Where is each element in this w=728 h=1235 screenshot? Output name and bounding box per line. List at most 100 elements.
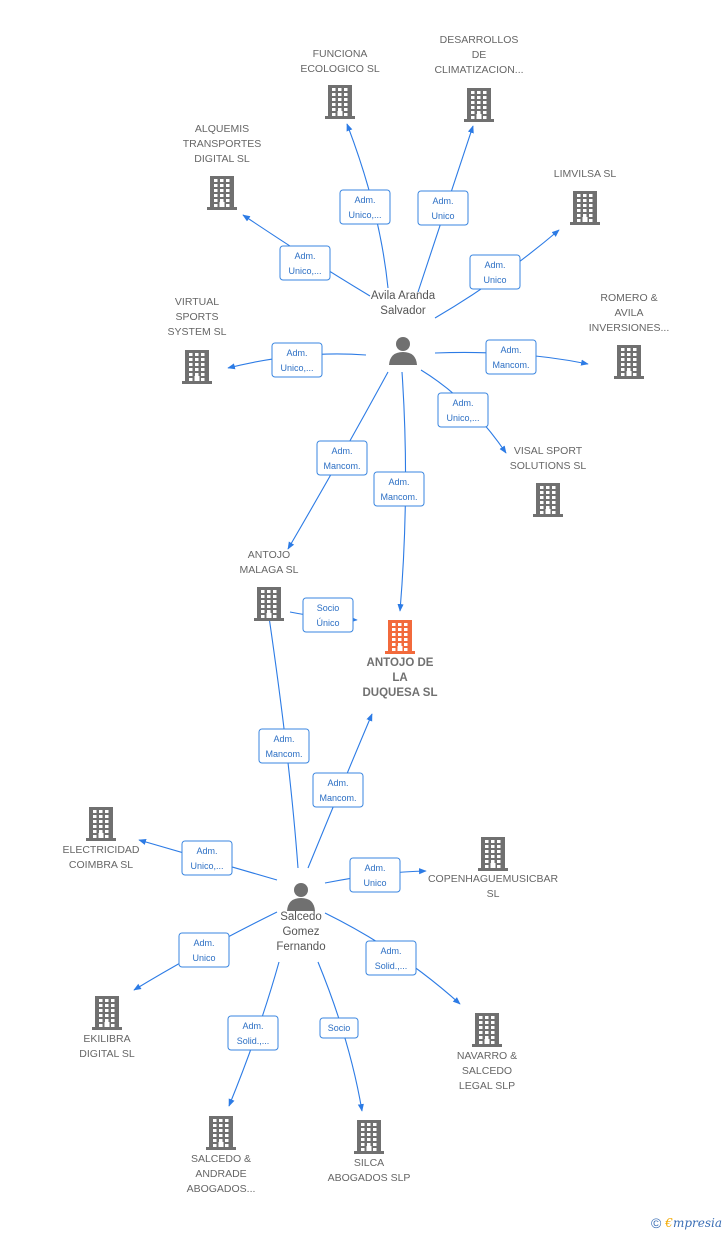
company-label: ABOGADOS SLP bbox=[328, 1172, 411, 1184]
edge-label-avila-virtual[interactable]: Adm. Unico,... bbox=[271, 342, 323, 378]
edge-label-avila-antojo_duquesa[interactable]: Adm. Mancom. bbox=[373, 471, 425, 507]
edge-label-text: Adm. bbox=[273, 734, 294, 744]
edge-label-avila-antojo_malaga[interactable]: Adm.Mancom. bbox=[316, 440, 368, 476]
edge-label-text: Mancom. bbox=[323, 461, 360, 471]
edge-label-text: Adm. bbox=[432, 196, 453, 206]
company-label: FUNCIONA bbox=[313, 48, 368, 60]
company-label: EKILIBRA bbox=[83, 1033, 130, 1045]
company-node-electricidad[interactable]: ELECTRICIDAD COIMBRA SL bbox=[62, 807, 140, 871]
company-label: ABOGADOS... bbox=[187, 1183, 256, 1195]
edge-label-text: Unico bbox=[483, 275, 506, 285]
edge-labels-layer: Adm.Unico,...Adm.UnicoAdm.Unico,...Adm.U… bbox=[178, 189, 537, 1051]
edge-label-text: Adm. bbox=[388, 477, 409, 487]
edge-label-box bbox=[365, 940, 417, 976]
building-icon bbox=[570, 191, 600, 225]
company-node-ekilibra[interactable]: EKILIBRA DIGITAL SL bbox=[79, 996, 135, 1060]
edge-label-box bbox=[349, 857, 401, 893]
company-label: DESARROLLOS bbox=[440, 34, 519, 46]
company-label: MALAGA SL bbox=[240, 564, 299, 576]
edge-label-box bbox=[178, 932, 230, 968]
edge-label-text: Adm. bbox=[286, 348, 307, 358]
company-label: LA bbox=[392, 672, 407, 684]
edge-label-text: Unico bbox=[363, 878, 386, 888]
company-label: DIGITAL SL bbox=[79, 1048, 135, 1060]
company-label: LIMVILSA SL bbox=[554, 168, 617, 180]
building-icon bbox=[533, 483, 563, 517]
building-icon bbox=[86, 807, 116, 841]
edge-label-box bbox=[316, 440, 368, 476]
edge-label-avila-funciona[interactable]: Adm.Unico,... bbox=[339, 189, 391, 225]
person-label: Salcedo bbox=[280, 911, 322, 923]
edge-label-salcedo-silca[interactable]: Socio bbox=[319, 1017, 359, 1039]
edge-label-text: Unico bbox=[431, 211, 454, 221]
edge-label-avila-alquemis[interactable]: Adm.Unico,... bbox=[279, 245, 331, 281]
building-icon bbox=[207, 176, 237, 210]
edge-label-text: Socio bbox=[317, 603, 340, 613]
edge-label-avila-limvilsa[interactable]: Adm.Unico bbox=[469, 254, 521, 290]
edge-label-text: Mancom. bbox=[492, 360, 529, 370]
company-node-desarrollos[interactable]: DESARROLLOSDECLIMATIZACION... bbox=[434, 34, 524, 122]
building-icon bbox=[464, 88, 494, 122]
edge-label-salcedo-electricidad[interactable]: Adm. Unico,... bbox=[181, 840, 233, 876]
building-icon bbox=[385, 620, 415, 654]
company-label: DIGITAL SL bbox=[194, 153, 250, 165]
edge-label-text: Solid.,... bbox=[237, 1036, 270, 1046]
company-node-limvilsa[interactable]: LIMVILSA SL bbox=[554, 168, 617, 225]
edge-label-box bbox=[485, 339, 537, 375]
brand-logo: €mpresia bbox=[665, 1216, 722, 1230]
edge-label-text: Adm. bbox=[380, 946, 401, 956]
edge-label-text: Mancom. bbox=[380, 492, 417, 502]
edge-label-text: Unico bbox=[192, 953, 215, 963]
company-label: COPENHAGUEMUSICBAR bbox=[428, 873, 559, 885]
person-icon bbox=[287, 883, 315, 911]
edge-label-salcedo-ekilibra[interactable]: Adm.Unico bbox=[178, 932, 230, 968]
edge-label-box bbox=[181, 840, 233, 876]
company-node-salcedo_andrade[interactable]: SALCEDO &ANDRADEABOGADOS... bbox=[187, 1116, 256, 1195]
edge-label-salcedo-salcedo_andrade[interactable]: Adm.Solid.,... bbox=[227, 1015, 279, 1051]
edge-label-avila-desarrollos[interactable]: Adm. Unico bbox=[417, 190, 469, 226]
edge-label-salcedo-antojo_malaga[interactable]: Adm.Mancom. bbox=[258, 728, 310, 764]
footer-brand[interactable]: © €mpresia bbox=[651, 1215, 722, 1231]
edge-label-text: Adm. bbox=[196, 846, 217, 856]
company-label: DE bbox=[472, 49, 487, 61]
edge-label-text: Unico,... bbox=[190, 861, 223, 871]
person-label: Salvador bbox=[380, 305, 426, 317]
company-label: DUQUESA SL bbox=[363, 687, 438, 699]
building-icon bbox=[614, 345, 644, 379]
building-icon bbox=[254, 587, 284, 621]
company-node-romero[interactable]: ROMERO &AVILAINVERSIONES... bbox=[589, 292, 670, 379]
company-label: ELECTRICIDAD bbox=[62, 844, 139, 856]
edge-label-salcedo-antojo_duquesa[interactable]: Adm.Mancom. bbox=[312, 772, 364, 808]
company-label: NAVARRO & bbox=[457, 1050, 517, 1062]
edge-label-text: Unico,... bbox=[348, 210, 381, 220]
edge-label-text: Unico,... bbox=[280, 363, 313, 373]
edge-label-box bbox=[302, 597, 354, 633]
edge-label-salcedo-copenhague[interactable]: Adm.Unico bbox=[349, 857, 401, 893]
edge-label-text: Adm. bbox=[327, 778, 348, 788]
building-icon bbox=[478, 837, 508, 871]
person-label: Fernando bbox=[276, 941, 325, 953]
company-label: SYSTEM SL bbox=[168, 326, 227, 338]
company-label: SALCEDO & bbox=[191, 1153, 251, 1165]
edge-label-salcedo-navarro[interactable]: Adm.Solid.,... bbox=[365, 940, 417, 976]
company-label: COIMBRA SL bbox=[69, 859, 133, 871]
building-icon bbox=[354, 1120, 384, 1154]
edge-label-box bbox=[437, 392, 489, 428]
edge-label-avila-visal[interactable]: Adm.Unico,... bbox=[437, 392, 489, 428]
edge-label-text: Adm. bbox=[500, 345, 521, 355]
edge-label-avila-romero[interactable]: Adm. Mancom. bbox=[485, 339, 537, 375]
edge-label-text: Socio bbox=[328, 1023, 351, 1033]
